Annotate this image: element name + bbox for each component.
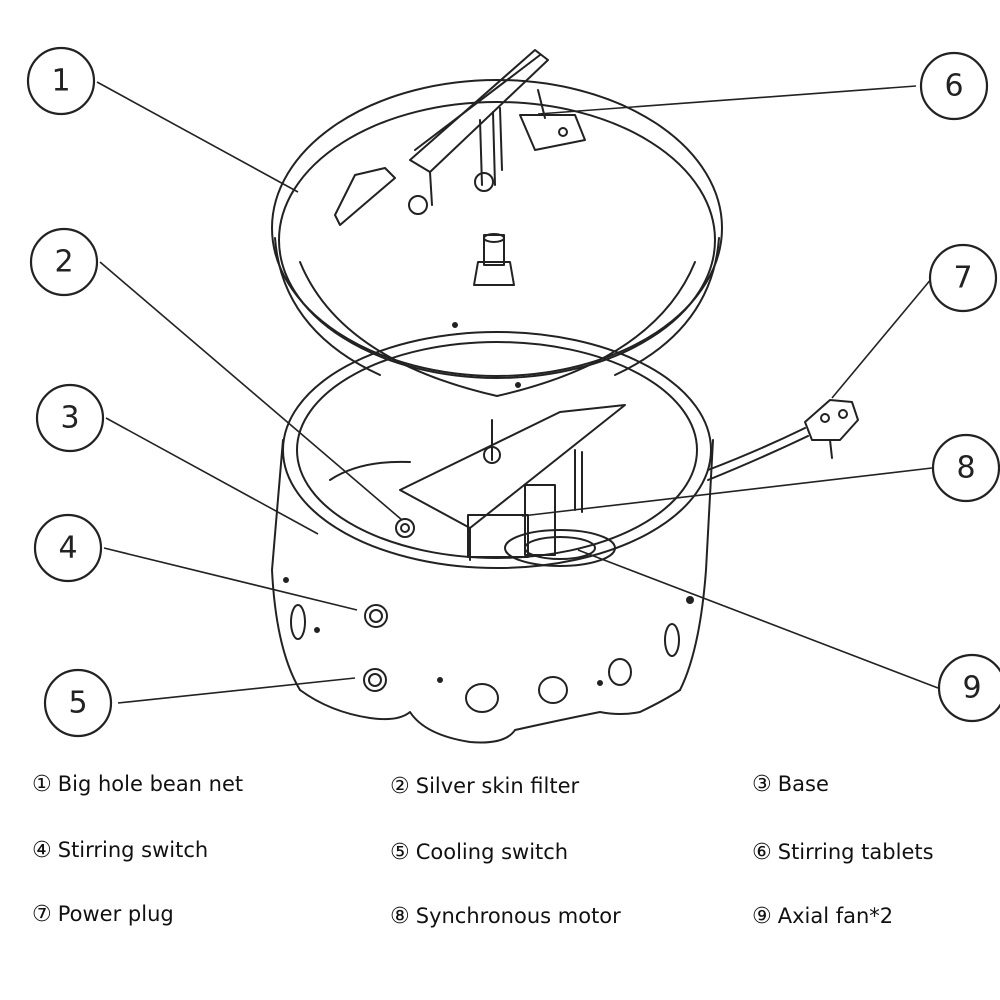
callout-number-6: 6 [944, 69, 963, 104]
legend-label: Stirring tablets [777, 840, 934, 864]
callout-circle-1 [26, 46, 96, 116]
legend-symbol: ⑧ [390, 904, 410, 929]
legend-symbol: ⑤ [390, 840, 410, 865]
leader-line-5 [117, 677, 356, 704]
base-housing [271, 331, 714, 744]
leader-line-6 [537, 85, 917, 115]
legend-symbol: ⑦ [32, 902, 52, 927]
bean-net-tray [271, 79, 723, 397]
callout-number-1: 1 [51, 64, 70, 99]
leader-line-2 [99, 261, 403, 521]
legend-label: Synchronous motor [415, 904, 621, 928]
legend-symbol: ③ [752, 772, 772, 797]
callout-circle-9 [937, 653, 1000, 723]
callout-circle-5 [43, 668, 113, 738]
callout-circle-7 [928, 243, 998, 313]
leader-lines [96, 81, 939, 704]
assembly-drawing [271, 49, 859, 744]
legend-symbol: ⑨ [752, 904, 772, 929]
legend-label: Cooling switch [415, 840, 569, 864]
callout-number-7: 7 [953, 261, 972, 296]
leader-line-4 [103, 547, 358, 611]
callout-circle-2 [29, 227, 99, 297]
legend-label: Base [777, 772, 829, 796]
stirring-switch-knob [364, 604, 388, 628]
power-plug [707, 399, 859, 481]
legend-label: Big hole bean net [57, 772, 244, 796]
stirring-arm [334, 49, 586, 226]
callout-circle-3 [35, 383, 105, 453]
leader-line-8 [521, 467, 933, 517]
legend-label: Axial fan*2 [777, 904, 894, 928]
legend-label: Silver skin filter [415, 774, 580, 798]
legend-label: Power plug [57, 902, 174, 926]
interior-components [329, 404, 626, 567]
legend-symbol: ④ [32, 838, 52, 863]
callout-circle-4 [33, 513, 103, 583]
callout-circle-6 [919, 51, 989, 121]
leader-line-7 [831, 277, 933, 399]
callout-number-3: 3 [60, 401, 79, 436]
callout-circle-8 [931, 433, 1000, 503]
legend-symbol: ② [390, 774, 410, 799]
callout-number-2: 2 [54, 245, 73, 280]
callout-number-8: 8 [956, 451, 975, 486]
leader-line-1 [96, 81, 299, 193]
legend-label: Stirring switch [57, 838, 209, 862]
callout-circles [26, 46, 1000, 738]
leader-line-9 [577, 549, 939, 689]
leader-line-3 [105, 417, 319, 535]
callout-number-9: 9 [962, 671, 981, 706]
callout-number-4: 4 [58, 531, 77, 566]
legend-symbol: ⑥ [752, 840, 772, 865]
cooling-switch-knob [363, 668, 387, 692]
exploded-assembly-diagram: 1 2 3 4 5 6 7 8 9 [26, 46, 1000, 744]
callout-number-5: 5 [68, 686, 87, 721]
callout-numbers: 1 2 3 4 5 6 7 8 9 [51, 64, 981, 721]
legend-symbol: ① [32, 772, 52, 797]
